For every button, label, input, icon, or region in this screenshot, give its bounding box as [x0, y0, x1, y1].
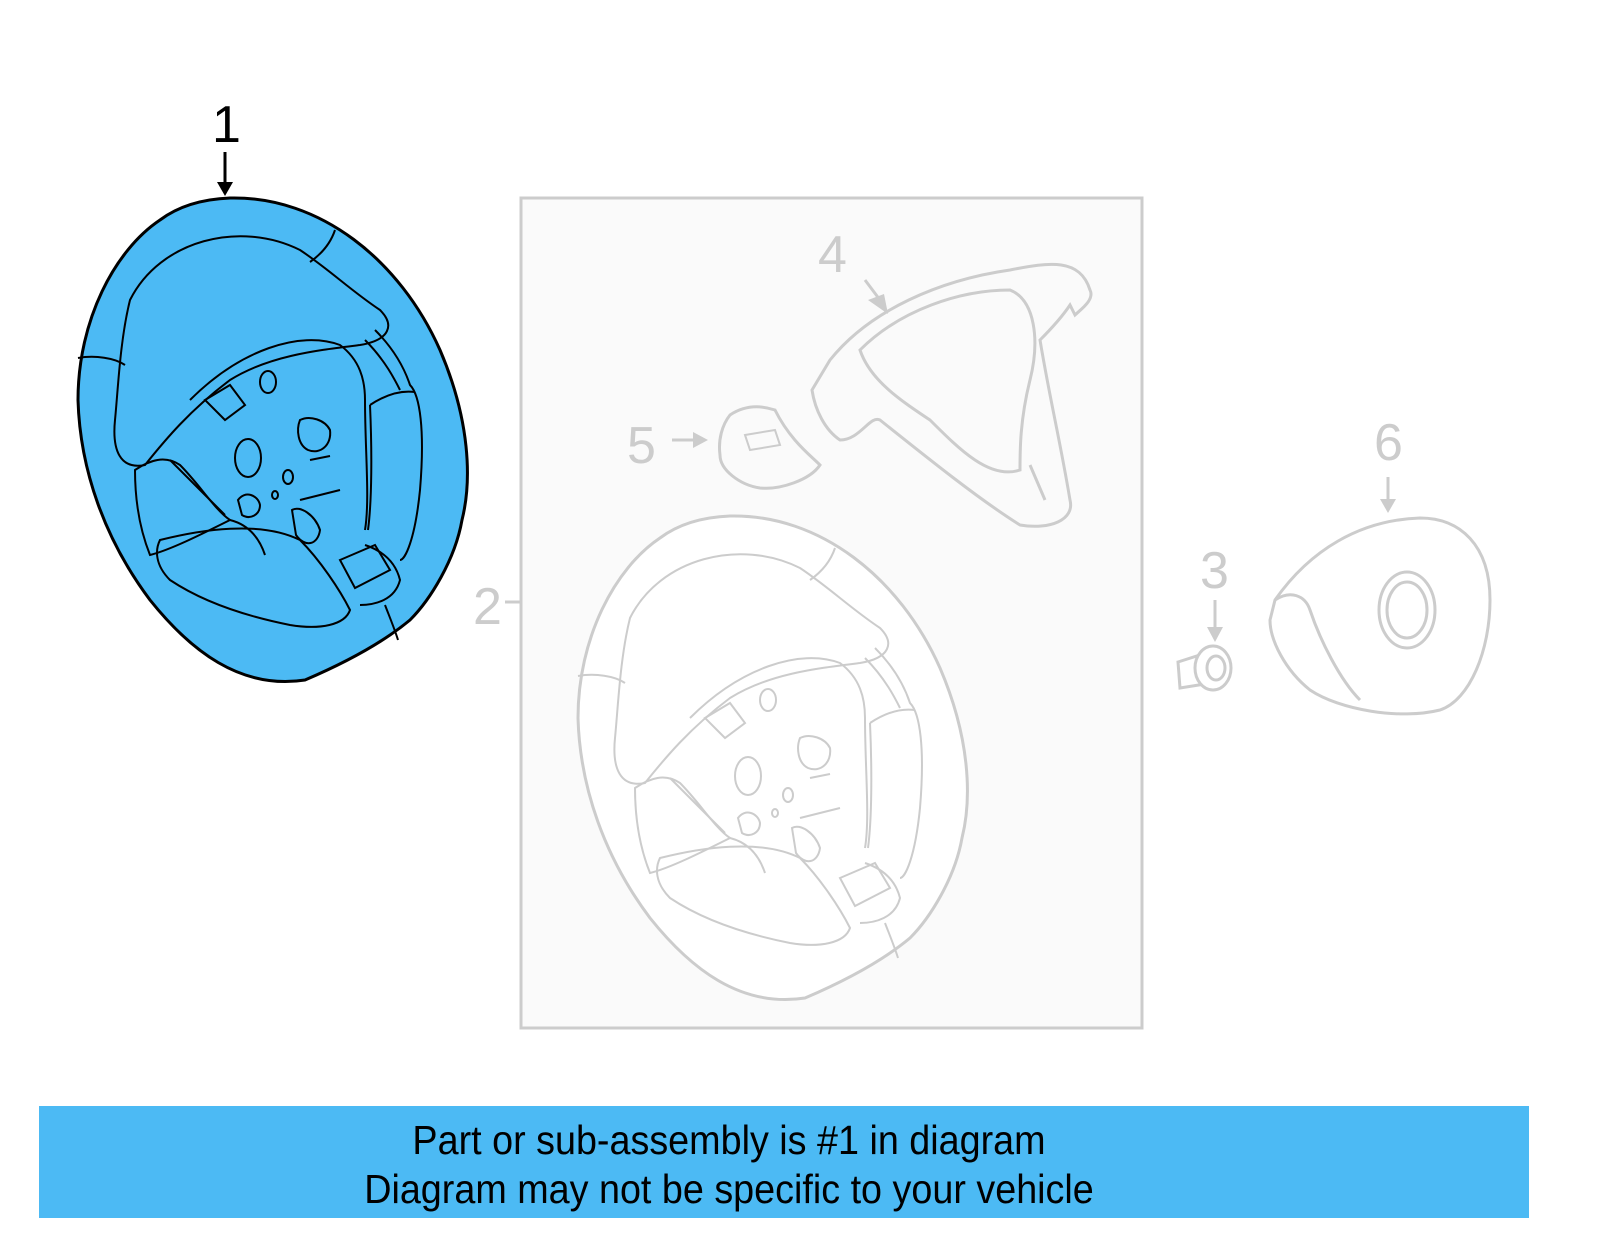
callout-6[interactable]: 6	[1374, 414, 1403, 513]
callout-4[interactable]: 4	[818, 226, 888, 314]
part-5-switch[interactable]	[718, 405, 822, 490]
arrow-head-icon	[1380, 499, 1396, 513]
banner-line-part: Part or sub-assembly is #1 in diagram	[412, 1117, 1046, 1163]
part-6-airbag[interactable]	[1268, 516, 1492, 716]
callout-5-label: 5	[627, 417, 656, 475]
part-3-bolt[interactable]	[1176, 644, 1233, 692]
callout-1[interactable]: 1	[212, 96, 241, 196]
callout-1-label: 1	[212, 96, 241, 154]
arrow-head-icon	[868, 294, 888, 314]
callout-4-label: 4	[818, 226, 847, 284]
arrow-head-icon	[693, 432, 708, 448]
callout-3-label: 3	[1200, 542, 1229, 600]
arrow-head-icon	[1207, 627, 1223, 642]
part-4-trim-cover[interactable]	[810, 262, 1093, 528]
callout-2-label: 2	[473, 578, 502, 636]
banner-line-disclaimer: Diagram may not be specific to your vehi…	[364, 1166, 1094, 1212]
part-1-steering-wheel[interactable]	[76, 196, 469, 683]
emblem-icon	[1377, 570, 1437, 650]
callout-2[interactable]: 2	[473, 578, 521, 636]
arrow-head-icon	[217, 182, 233, 196]
callout-3[interactable]: 3	[1200, 542, 1229, 642]
part-2-steering-wheel[interactable]	[576, 514, 969, 1001]
callout-5[interactable]: 5	[627, 417, 708, 475]
callout-6-label: 6	[1374, 414, 1403, 472]
info-banner: Part or sub-assembly is #1 in diagram Di…	[39, 1106, 1529, 1218]
